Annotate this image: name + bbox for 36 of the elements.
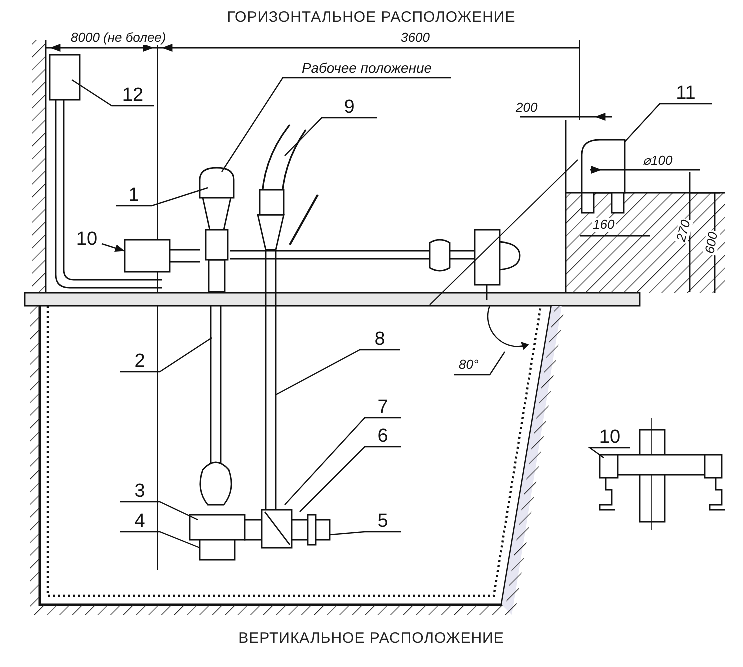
leader-line	[72, 80, 154, 107]
leader-line	[300, 446, 401, 512]
leader-line	[120, 501, 198, 521]
leader-line	[624, 103, 712, 142]
title: ГОРИЗОНТАЛЬНОЕ РАСПОЛОЖЕНИЕ	[226, 9, 517, 26]
leader-line	[330, 531, 401, 536]
callout-number: 4	[134, 512, 146, 532]
callout-number: 7	[376, 398, 390, 418]
callout-number: 10	[598, 428, 622, 448]
dimension-label: 200	[515, 101, 539, 115]
callout-number: 6	[376, 427, 390, 447]
leader-line	[120, 531, 200, 549]
leader-line	[116, 187, 208, 207]
callout-number: 12	[121, 86, 145, 106]
dimension-label: 160	[592, 218, 616, 232]
callout-number: 2	[134, 352, 146, 372]
leader-line	[284, 417, 401, 506]
dimension-label: ⌀100	[642, 154, 674, 168]
callout-number: 8	[374, 330, 386, 350]
leader-line	[120, 338, 212, 373]
caption: ВЕРТИКАЛЬНОЕ РАСПОЛОЖЕНИЕ	[238, 630, 506, 647]
callout-number: 10	[75, 230, 99, 250]
dimension-label: 80°	[458, 358, 480, 372]
leader-line	[222, 77, 451, 172]
callout-number: 11	[675, 84, 697, 104]
position-note: Рабочее положение	[300, 59, 434, 78]
leader-line	[588, 447, 630, 458]
callout-number: 5	[376, 512, 390, 532]
leader-line	[276, 349, 400, 396]
callout-number: 9	[343, 98, 356, 118]
leader-line	[102, 243, 125, 252]
callout-number: 1	[128, 186, 140, 206]
dimension-label: 8000 (не более)	[70, 31, 168, 45]
callout-number: 3	[134, 482, 146, 502]
dimension-label: 3600	[400, 31, 431, 45]
leader-line	[284, 117, 377, 156]
